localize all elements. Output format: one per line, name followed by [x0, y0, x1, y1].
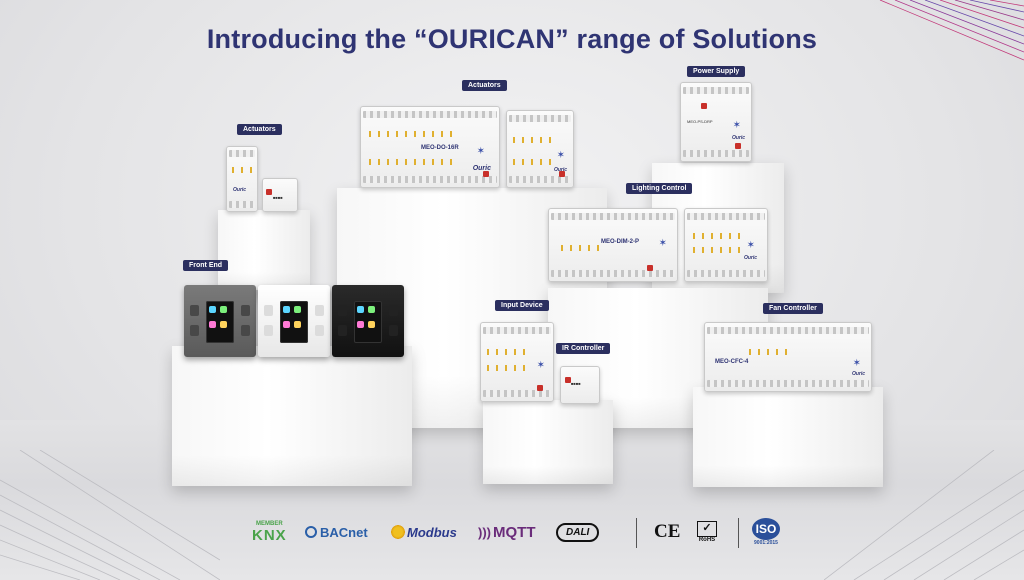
label-ir-controller: IR Controller: [556, 343, 611, 354]
label-front-end: Front End: [183, 260, 229, 271]
input-device-module: ✶: [480, 322, 554, 402]
modbus-sun-icon: [390, 524, 406, 540]
logo-separator-2: [738, 518, 739, 548]
ce-text: CE: [654, 521, 681, 542]
pedestal-input-device: [483, 400, 613, 484]
front-end-panel-gray: [184, 285, 256, 357]
pedestal-actuators-small: [218, 210, 310, 290]
dali-text: DALI: [556, 522, 600, 542]
front-end-panel-white: [258, 285, 330, 357]
lighting-control-module-device: ✶ Ouric: [684, 208, 768, 282]
knx-logo: MEMBER KNX: [252, 512, 287, 552]
rohs-check-icon: ✓: [697, 521, 717, 537]
bottom-right-line-art: [824, 450, 1024, 580]
page-title: Introducing the “OURICAN” range of Solut…: [206, 24, 818, 54]
rohs-logo: ✓ RoHS: [697, 512, 717, 552]
power-supply-device: MEO-PS-DRP ✶ Ouric: [680, 82, 752, 162]
mqtt-wave-icon: ))): [478, 524, 491, 540]
actuator-8ch-device: ✶ Ouric: [506, 110, 574, 188]
iso-logo: ISO 9001:2015: [752, 512, 780, 552]
ir-controller-module: ■■■■: [560, 366, 600, 404]
label-fan-controller: Fan Controller: [763, 303, 823, 314]
modbus-text: Modbus: [407, 524, 457, 540]
bottom-left-line-art: [0, 450, 220, 580]
certification-logo-strip: MEMBER KNX BACnet Modbus ))) MQTT DALI C…: [0, 512, 1024, 552]
dali-logo: DALI: [556, 512, 600, 552]
bacnet-text: BACnet: [320, 524, 368, 540]
lighting-control-dimmer-device: MEO-DIM-2-P ✶: [548, 208, 678, 282]
pedestal-front-end: [172, 346, 412, 486]
label-actuators-small: Actuators: [237, 124, 282, 135]
actuator-16r-device: MEO-DO-16R ✶ Ouric: [360, 106, 500, 188]
actuator-mini-module: ■■■■: [262, 178, 298, 212]
iso-text: ISO: [752, 518, 780, 540]
front-end-panel-black: [332, 285, 404, 357]
label-lighting-control: Lighting Control: [626, 183, 693, 194]
knx-text: KNX: [252, 526, 287, 544]
knx-member-text: MEMBER: [256, 520, 283, 527]
logo-separator-1: [636, 518, 637, 548]
ce-logo: CE: [654, 512, 680, 552]
iso-sub-text: 9001:2015: [754, 540, 778, 546]
pedestal-fan-controller: [693, 387, 883, 487]
label-actuators-large: Actuators: [462, 80, 507, 91]
bacnet-logo: BACnet: [305, 512, 368, 552]
mqtt-logo: ))) MQTT: [478, 512, 536, 552]
label-power-supply: Power Supply: [687, 66, 746, 77]
mqtt-text: MQTT: [493, 523, 536, 541]
modbus-logo: Modbus: [390, 512, 457, 552]
actuator-small-device: Ouric: [226, 146, 258, 212]
fan-controller-device: MEO-CFC-4 ✶ Ouric: [704, 322, 872, 392]
rohs-text: RoHS: [698, 537, 716, 543]
label-input-device: Input Device: [495, 300, 549, 311]
bacnet-icon: [305, 526, 317, 538]
top-right-line-art: [879, 0, 1024, 61]
